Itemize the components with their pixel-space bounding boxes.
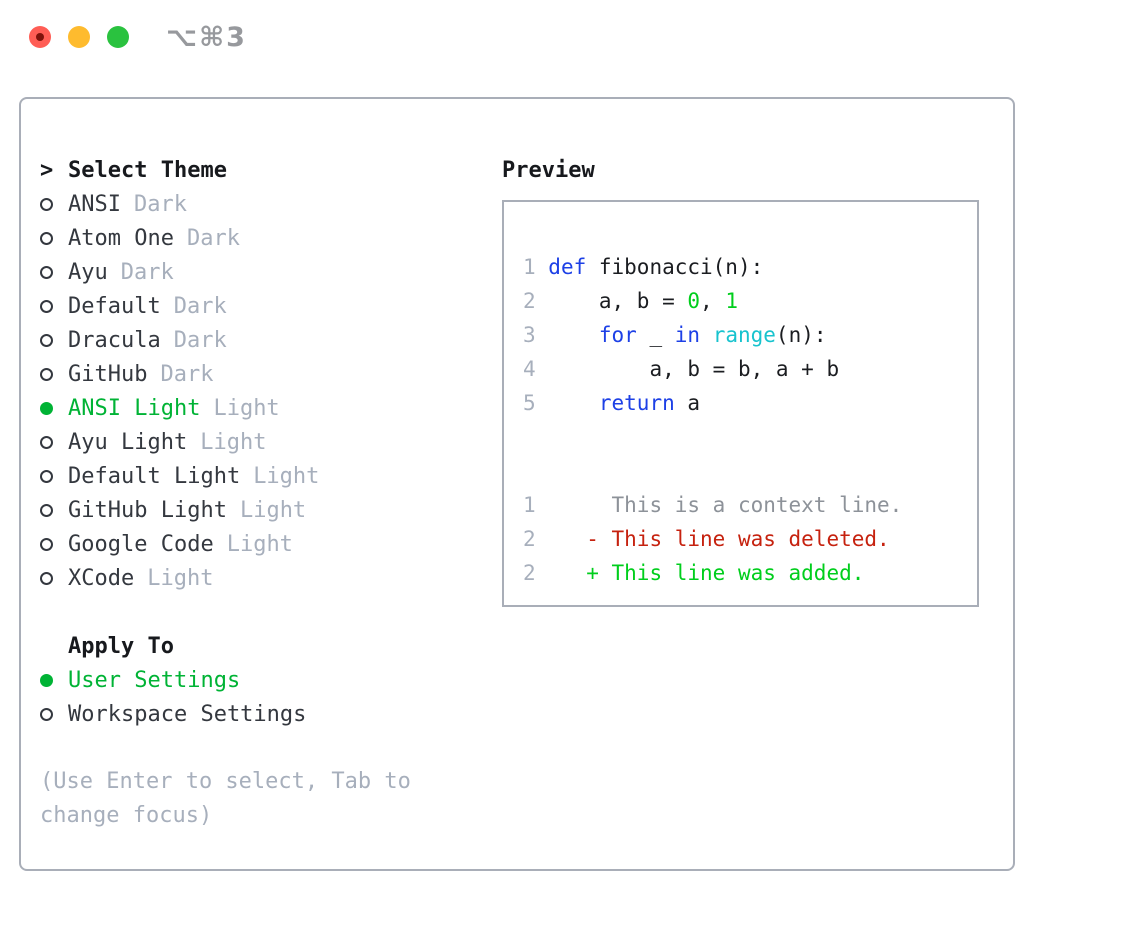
code-line: 2 - This line was deleted. <box>523 527 890 551</box>
theme-option-variant-tag: Dark <box>173 327 227 353</box>
theme-option-variant-tag: Dark <box>120 259 174 285</box>
zoom-button[interactable] <box>107 26 129 48</box>
theme-option-label: Default <box>68 293 161 319</box>
code-line: 3 for _ in range(n): <box>523 323 827 347</box>
code-line <box>523 454 977 488</box>
code-line: 5 return a <box>523 391 701 415</box>
theme-option-label: XCode <box>68 565 135 591</box>
theme-option-variant-tag: Dark <box>160 361 214 387</box>
preview-pane: Preview 1 def fibonacci(n): 2 a, b = 0, 1… <box>502 153 998 869</box>
theme-option[interactable]: Dracula Dark <box>40 323 502 357</box>
code-line <box>523 420 977 454</box>
apply-to-option-label: User Settings <box>68 667 241 693</box>
theme-option-label: Default Light <box>68 463 241 489</box>
apply-to-option-label: Workspace Settings <box>68 701 307 727</box>
radio-selected-icon <box>40 401 53 415</box>
theme-option[interactable]: ANSI Dark <box>40 187 502 221</box>
apply-to-option[interactable]: Workspace Settings <box>40 697 502 731</box>
theme-option[interactable]: Ayu Light Light <box>40 425 502 459</box>
focus-caret-icon: > <box>40 157 54 183</box>
theme-option-label: Google Code <box>68 531 214 557</box>
theme-option[interactable]: GitHub Dark <box>40 357 502 391</box>
theme-list-heading-row: > Select Theme <box>40 153 502 187</box>
apply-to-option[interactable]: User Settings <box>40 663 502 697</box>
radio-unselected-icon <box>40 503 53 517</box>
theme-option-label: ANSI <box>68 191 121 217</box>
theme-option[interactable]: Atom One Dark <box>40 221 502 255</box>
code-line: 1 def fibonacci(n): <box>523 255 764 279</box>
radio-unselected-icon <box>40 299 53 313</box>
theme-option[interactable]: GitHub Light Light <box>40 493 502 527</box>
code-line: 4 a, b = b, a + b <box>523 357 840 381</box>
window-title: ⌥⌘3 <box>166 21 247 53</box>
theme-list-heading: Select Theme <box>68 157 227 183</box>
radio-unselected-icon <box>40 537 53 551</box>
theme-option[interactable]: Ayu Dark <box>40 255 502 289</box>
apply-to-heading: Apply To <box>68 633 174 659</box>
code-line: 2 a, b = 0, 1 <box>523 289 738 313</box>
preview-heading: Preview <box>502 157 595 183</box>
radio-unselected-icon <box>40 469 53 483</box>
theme-option-variant-tag: Light <box>253 463 320 489</box>
radio-unselected-icon <box>40 231 53 245</box>
theme-option-variant-tag: Light <box>200 429 267 455</box>
theme-option-label: Atom One <box>68 225 174 251</box>
theme-option-variant-tag: Dark <box>186 225 240 251</box>
radio-unselected-icon <box>40 571 53 585</box>
radio-unselected-icon <box>40 707 53 721</box>
titlebar: ⌥⌘3 <box>0 0 1140 74</box>
radio-unselected-icon <box>40 367 53 381</box>
theme-option[interactable]: Default Light Light <box>40 459 502 493</box>
theme-option-label: Dracula <box>68 327 161 353</box>
theme-option-label: GitHub <box>68 361 148 387</box>
radio-unselected-icon <box>40 435 53 449</box>
code-line: 2 + This line was added. <box>523 561 865 585</box>
radio-unselected-icon <box>40 333 53 347</box>
minimize-button[interactable] <box>68 26 90 48</box>
theme-option-label: Ayu Light <box>68 429 188 455</box>
traffic-lights <box>29 26 129 48</box>
help-text: (Use Enter to select, Tab to change focu… <box>40 769 411 828</box>
theme-option-label: ANSI Light <box>68 395 201 421</box>
theme-option-variant-tag: Dark <box>173 293 227 319</box>
theme-option-variant-tag: Light <box>239 497 307 523</box>
theme-option[interactable]: XCode Light <box>40 561 502 595</box>
theme-option-variant-tag: Light <box>226 531 293 557</box>
theme-option-label: GitHub Light <box>68 497 227 523</box>
theme-option[interactable]: Google Code Light <box>40 527 502 561</box>
radio-unselected-icon <box>40 197 53 211</box>
theme-option-variant-tag: Dark <box>133 191 187 217</box>
theme-option-label: Ayu <box>68 259 108 285</box>
theme-option-variant-tag: Light <box>213 395 280 421</box>
theme-option[interactable]: Default Dark <box>40 289 502 323</box>
radio-selected-icon <box>40 673 53 687</box>
radio-unselected-icon <box>40 265 53 279</box>
theme-option[interactable]: ANSI Light Light <box>40 391 502 425</box>
spacer <box>40 595 502 629</box>
theme-option-variant-tag: Light <box>147 565 214 591</box>
apply-to-heading-row: Apply To <box>40 629 502 663</box>
spacer <box>40 731 502 765</box>
preview-code-box: 1 def fibonacci(n): 2 a, b = 0, 1 3 for _ … <box>502 200 979 607</box>
code-line: 1 This is a context line. <box>523 493 903 517</box>
close-button[interactable] <box>29 26 51 48</box>
